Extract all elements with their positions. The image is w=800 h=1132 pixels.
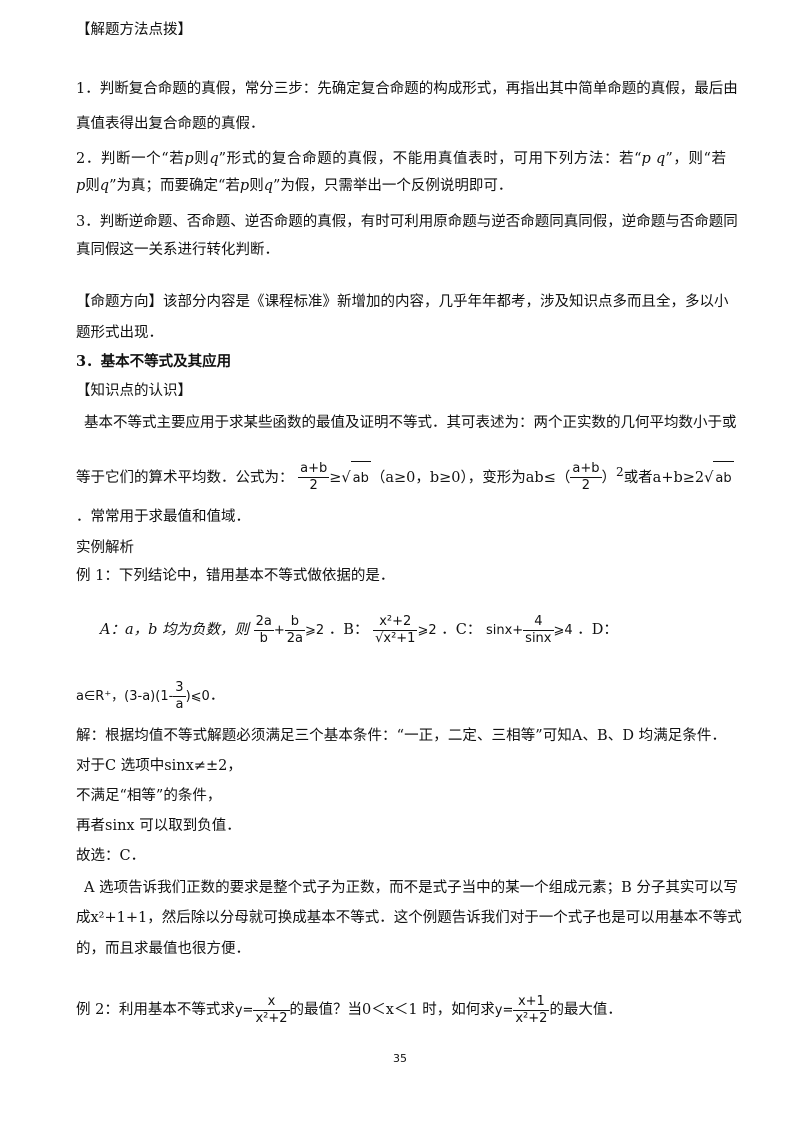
example-heading: 实例解析 xyxy=(76,540,134,556)
solution: 解：根据均值不等式解题必须满足三个基本条件：“一正，二定、三相等”可知A、B、D… xyxy=(76,728,726,744)
method-heading: 【解题方法点拨】 xyxy=(76,22,192,38)
page-number: 35 xyxy=(393,1052,407,1065)
paragraph: 基本不等式主要应用于求某些函数的最值及证明不等式．其可表述为：两个正实数的几何平… xyxy=(84,415,737,431)
paragraph: 2．判断一个“若p则q”形式的复合命题的真假，不能用真值表时，可用下列方法：若“… xyxy=(76,151,727,167)
paragraph: 题形式出现． xyxy=(76,325,163,341)
section-title: 3．基本不等式及其应用 xyxy=(76,353,232,370)
solution: 对于C 选项中sinx≠±2， xyxy=(76,758,242,774)
note: 的，而且求最值也很方便． xyxy=(76,941,250,957)
solution: 故选：C． xyxy=(76,848,146,864)
note: 成x²+1+1，然后除以分母就可换成基本不等式．这个例题告诉我们对于一个式子也是… xyxy=(76,910,742,926)
paragraph: ．常常用于求最值和值域． xyxy=(76,509,250,525)
solution: 再者sinx 可以取到负值． xyxy=(76,818,241,834)
paragraph: p则q”为真；而要确定“若p则q”为假，只需举出一个反例说明即可． xyxy=(76,178,513,194)
paragraph: 真值表得出复合命题的真假． xyxy=(76,116,265,132)
paragraph: 3．判断逆命题、否命题、逆否命题的真假，有时可利用原命题与逆否命题同真同假，逆命… xyxy=(76,214,738,230)
example-1: 例 1：下列结论中，错用基本不等式做依据的是． xyxy=(76,568,395,584)
paragraph: 1．判断复合命题的真假，常分三步：先确定复合命题的构成形式，再指出其中简单命题的… xyxy=(76,81,738,97)
paragraph: 真同假这一关系进行转化判断． xyxy=(76,242,279,258)
knowledge-heading: 【知识点的认识】 xyxy=(76,383,192,399)
solution: 不满足“相等”的条件， xyxy=(76,788,222,804)
note: A 选项告诉我们正数的要求是整个式子为正数，而不是式子当中的某一个组成元素；B … xyxy=(84,880,738,896)
paragraph: 【命题方向】该部分内容是《课程标准》新增加的内容，几乎年年都考，涉及知识点多而且… xyxy=(76,294,729,310)
